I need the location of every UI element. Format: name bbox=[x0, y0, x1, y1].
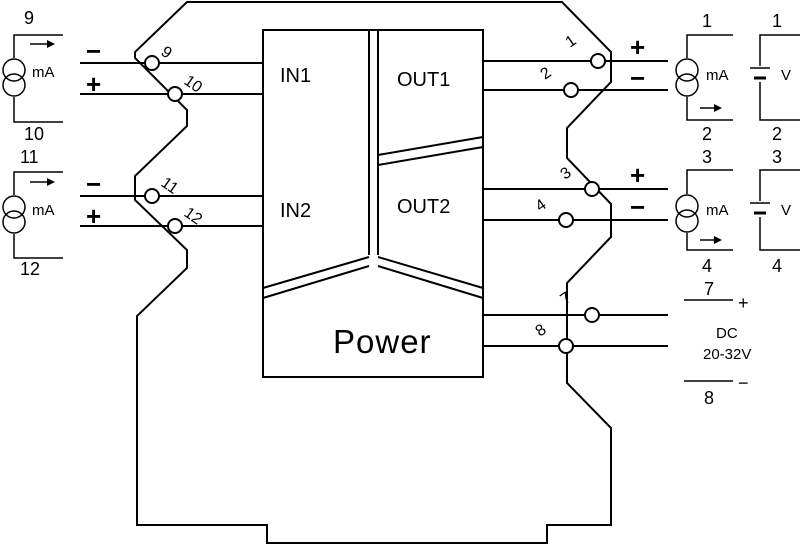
out1-current-top-number: 1 bbox=[702, 11, 712, 31]
out2-minus-sign: − bbox=[630, 192, 645, 222]
power-label: Power bbox=[333, 323, 432, 360]
input2-unit: mA bbox=[32, 202, 55, 219]
terminal-3-number: 3 bbox=[558, 164, 575, 183]
supply-plus-sign: + bbox=[738, 293, 749, 313]
partitions bbox=[262, 30, 484, 299]
terminal-1-number: 1 bbox=[563, 32, 580, 51]
terminal-11 bbox=[144, 188, 160, 204]
terminal-7 bbox=[584, 307, 600, 323]
dc-supply bbox=[684, 299, 733, 382]
input1-plus-sign: + bbox=[86, 69, 101, 99]
supply-top-number: 7 bbox=[704, 279, 714, 299]
input2-minus-sign: − bbox=[86, 169, 101, 199]
supply-type: DC bbox=[716, 325, 738, 342]
out2-label: OUT2 bbox=[397, 196, 450, 218]
out2-voltage-top-number: 3 bbox=[772, 147, 782, 167]
terminal-11-number: 11 bbox=[158, 174, 181, 198]
terminal-2 bbox=[563, 82, 579, 98]
enclosure-outline bbox=[134, 0, 612, 544]
out1-current-unit: mA bbox=[706, 67, 729, 84]
terminal-7-number: 7 bbox=[558, 289, 575, 308]
module-box bbox=[262, 29, 484, 378]
terminal-8-number: 8 bbox=[533, 321, 550, 340]
out2-current-unit: mA bbox=[706, 202, 729, 219]
out2-current-top-number: 3 bbox=[702, 147, 712, 167]
terminal-12 bbox=[167, 218, 183, 234]
terminal-3 bbox=[584, 181, 600, 197]
out1-voltage-unit: V bbox=[781, 67, 791, 84]
out2-voltage-unit: V bbox=[781, 202, 791, 219]
supply-voltage-range: 20-32V bbox=[703, 346, 751, 363]
input1-top-number: 9 bbox=[24, 8, 34, 28]
input1-bottom-number: 10 bbox=[24, 124, 44, 144]
out1-voltage-load bbox=[750, 34, 800, 121]
terminal-8 bbox=[558, 338, 574, 354]
input1-unit: mA bbox=[32, 64, 55, 81]
supply-bottom-number: 8 bbox=[704, 388, 714, 408]
out1-current-load bbox=[675, 34, 733, 121]
input2-top-number: 11 bbox=[20, 147, 39, 167]
in1-label: IN1 bbox=[280, 65, 311, 87]
out1-plus-sign: + bbox=[630, 32, 645, 62]
input2-bottom-number: 12 bbox=[20, 259, 40, 279]
terminal-12-number: 12 bbox=[181, 204, 205, 228]
input2-current-source bbox=[2, 171, 63, 259]
terminal-10 bbox=[167, 86, 183, 102]
in2-label: IN2 bbox=[280, 200, 311, 222]
terminal-9 bbox=[144, 55, 160, 71]
input1-current-source bbox=[2, 34, 63, 123]
out1-current-bottom-number: 2 bbox=[702, 124, 712, 144]
terminal-4 bbox=[558, 212, 574, 228]
terminal-10-number: 10 bbox=[181, 72, 205, 96]
out1-label: OUT1 bbox=[397, 69, 450, 91]
terminal-4-number: 4 bbox=[533, 196, 550, 215]
out1-voltage-bottom-number: 2 bbox=[772, 124, 782, 144]
out1-voltage-top-number: 1 bbox=[772, 11, 782, 31]
out2-current-load bbox=[675, 169, 733, 251]
out1-minus-sign: − bbox=[630, 63, 645, 93]
terminal-1 bbox=[590, 53, 606, 69]
terminal-9-number: 9 bbox=[158, 43, 175, 62]
terminal-2-number: 2 bbox=[538, 64, 555, 83]
out2-voltage-load bbox=[750, 169, 800, 251]
input2-plus-sign: + bbox=[86, 201, 101, 231]
out2-current-bottom-number: 4 bbox=[702, 256, 712, 276]
supply-minus-sign: − bbox=[738, 373, 749, 393]
out2-voltage-bottom-number: 4 bbox=[772, 256, 782, 276]
input1-minus-sign: − bbox=[86, 36, 101, 66]
out2-plus-sign: + bbox=[630, 160, 645, 190]
